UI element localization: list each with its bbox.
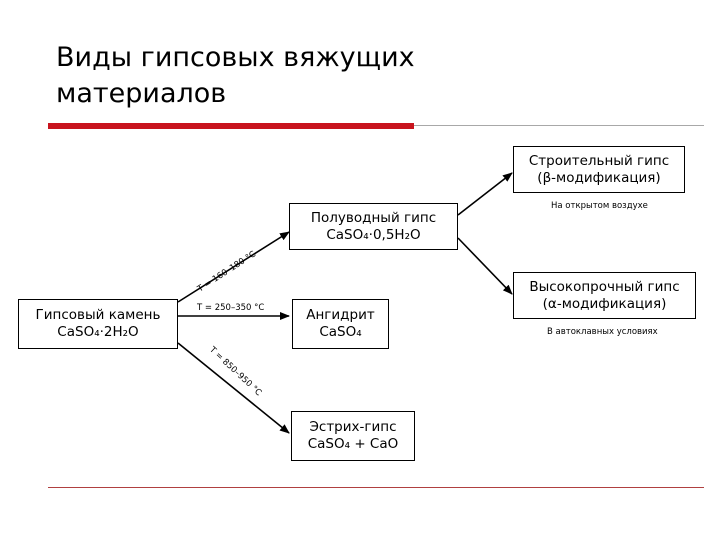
note-autoclave: В автоклавных условиях: [547, 327, 658, 337]
node-high-strength-gypsum: Высокопрочный гипс (α-модификация): [513, 272, 696, 319]
slide-title: Виды гипсовых вяжущих материалов: [56, 40, 656, 112]
title-accent-bar: [48, 123, 414, 129]
title-line-1: Виды гипсовых вяжущих: [56, 42, 415, 73]
node-anhydrite-name: Ангидрит: [306, 307, 375, 323]
node-gypsum-stone-name: Гипсовый камень: [35, 307, 161, 323]
node-building-gypsum: Строительный гипс (β-модификация): [513, 146, 685, 193]
condition-to-anhydrite: Т = 250–350 °С: [197, 303, 265, 313]
title-line-2: материалов: [56, 78, 227, 109]
node-high-strength-gypsum-modification: (α-модификация): [542, 295, 667, 312]
node-estrich: Эстрих-гипс CaSO₄ + CaO: [291, 411, 415, 461]
node-estrich-name: Эстрих-гипс: [309, 419, 397, 435]
arrow-to-hemihydrate: [177, 231, 290, 303]
node-anhydrite: Ангидрит CaSO₄: [292, 299, 389, 349]
footer-divider: [48, 487, 704, 488]
node-gypsum-stone-formula: CaSO₄·2H₂O: [57, 324, 139, 340]
note-open-air: На открытом воздухе: [551, 201, 648, 211]
node-anhydrite-formula: CaSO₄: [319, 324, 362, 340]
arrow-to-high-strength: [457, 237, 513, 295]
node-estrich-formula: CaSO₄ + CaO: [307, 436, 399, 452]
arrow-to-estrich: [177, 342, 290, 434]
node-gypsum-stone: Гипсовый камень CaSO₄·2H₂O: [18, 299, 178, 349]
node-hemihydrate: Полуводный гипс CaSO₄·0,5H₂O: [289, 203, 458, 250]
node-building-gypsum-modification: (β-модификация): [537, 169, 661, 186]
node-high-strength-gypsum-name: Высокопрочный гипс: [529, 278, 680, 295]
arrow-to-building: [457, 172, 513, 216]
node-hemihydrate-name: Полуводный гипс: [310, 209, 437, 226]
node-building-gypsum-name: Строительный гипс: [528, 152, 670, 169]
node-hemihydrate-formula: CaSO₄·0,5H₂O: [326, 226, 421, 243]
